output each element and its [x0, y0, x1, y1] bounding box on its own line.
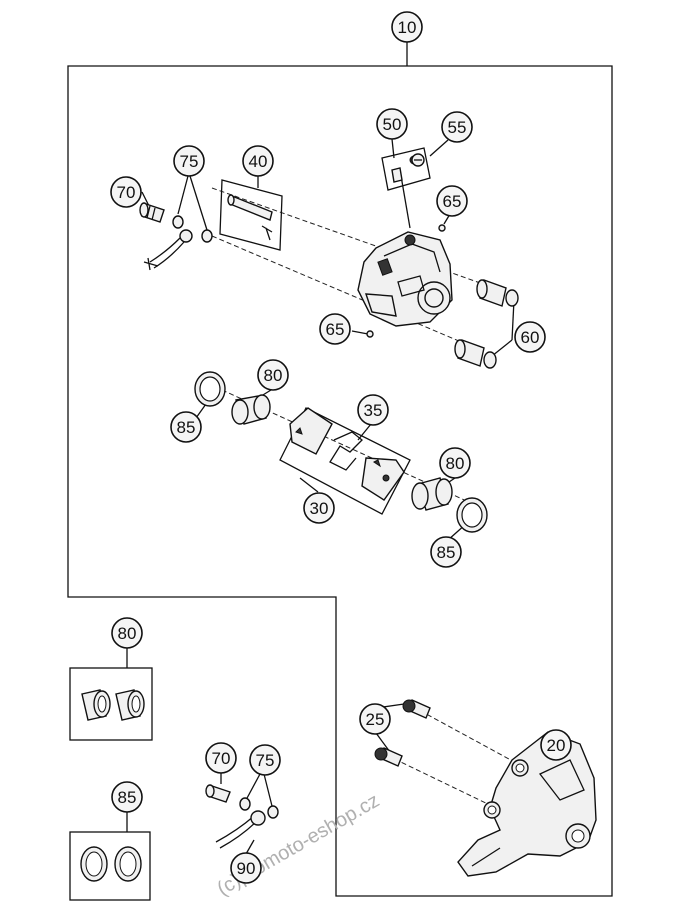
part-label-40: 40: [242, 145, 274, 177]
part-label-65-top-text: 65: [443, 192, 462, 211]
part-label-55: 55: [441, 111, 473, 143]
part-label-70-bottom-text: 70: [212, 749, 231, 768]
part-label-75-top: 75: [173, 145, 205, 177]
watermark-text: (c)promoto-eshop.cz: [214, 790, 384, 901]
brake-pads-part: [279, 407, 411, 515]
part-label-20: 20: [540, 729, 572, 761]
seal-ring-part-left: [194, 371, 226, 407]
guide-sleeve-parts: [454, 279, 519, 369]
part-label-40-text: 40: [249, 152, 268, 171]
plug-screw-part: [411, 153, 425, 167]
part-label-55-text: 55: [448, 118, 467, 137]
part-label-80-left: 80: [257, 359, 289, 391]
part-label-80-right-text: 80: [446, 454, 465, 473]
part-label-70-top: 70: [110, 176, 142, 208]
part-label-75-bottom-text: 75: [256, 751, 275, 770]
piston-part-left: [231, 394, 271, 425]
part-label-85-kit: 85: [111, 781, 143, 813]
part-label-50-text: 50: [383, 115, 402, 134]
piston-part-right: [411, 477, 453, 511]
pin-kit-part: [219, 179, 283, 251]
part-label-80-kit-text: 80: [118, 624, 137, 643]
part-label-70-top-text: 70: [117, 183, 136, 202]
part-label-85-left: 85: [170, 411, 202, 443]
part-label-60: 60: [514, 321, 546, 353]
part-label-10-text: 10: [398, 18, 417, 37]
part-label-20-text: 20: [547, 736, 566, 755]
part-label-80-kit: 80: [111, 617, 143, 649]
seal-rings-part: [143, 215, 213, 271]
pad-spring-part: [329, 431, 363, 471]
part-label-90: 90: [230, 852, 262, 884]
part-label-85-right: 85: [430, 536, 462, 568]
part-label-65-bottom-text: 65: [326, 320, 345, 339]
leader-lines: [126, 138, 541, 855]
part-label-10: 10: [391, 11, 423, 43]
part-label-35: 35: [357, 394, 389, 426]
seal-rings-part-bottom: [215, 797, 279, 849]
part-label-60-text: 60: [521, 328, 540, 347]
part-label-25: 25: [359, 703, 391, 735]
part-label-65-bottom: 65: [319, 313, 351, 345]
part-label-80-left-text: 80: [264, 366, 283, 385]
piston-kit-part: [69, 667, 153, 741]
small-seal-parts: [366, 224, 446, 338]
part-label-70-bottom: 70: [205, 742, 237, 774]
caliper-bracket-part: [457, 731, 597, 877]
part-label-35-text: 35: [364, 401, 383, 420]
part-label-85-right-text: 85: [437, 543, 456, 562]
part-label-90-text: 90: [237, 859, 256, 878]
part-label-65-top: 65: [436, 185, 468, 217]
bleed-screw-part-bottom: [205, 784, 231, 803]
part-label-50: 50: [376, 108, 408, 140]
part-label-85-left-text: 85: [177, 418, 196, 437]
assembly-frame: [67, 65, 613, 897]
part-label-75-top-text: 75: [180, 152, 199, 171]
part-label-25-text: 25: [366, 710, 385, 729]
part-label-30-text: 30: [310, 499, 329, 518]
mounting-bolt-parts: [374, 699, 431, 767]
seal-ring-kit-part: [69, 831, 151, 901]
seal-ring-part-right: [456, 497, 488, 533]
bleed-screw-part: [139, 202, 165, 223]
seal-kit-part: [381, 147, 431, 191]
part-label-80-right: 80: [439, 447, 471, 479]
caliper-housing-part: [357, 231, 453, 327]
part-label-30: 30: [303, 492, 335, 524]
part-label-75-bottom: 75: [249, 744, 281, 776]
part-label-85-kit-text: 85: [118, 788, 137, 807]
